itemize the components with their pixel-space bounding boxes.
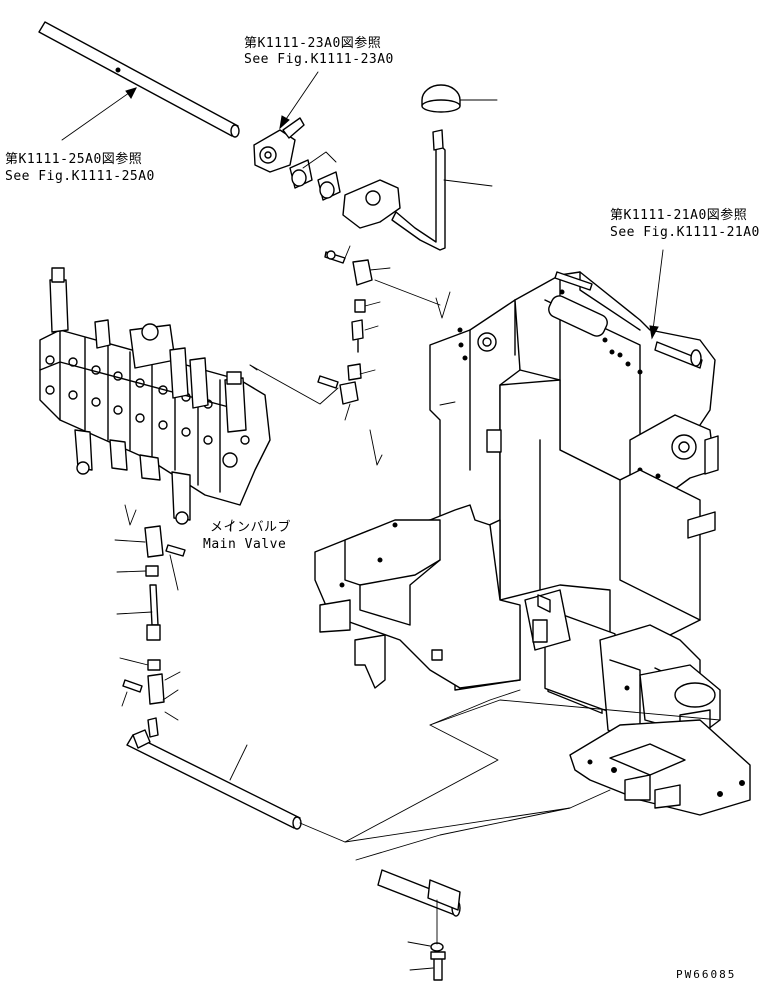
main-valve-body (39, 267, 271, 525)
ref-label-25a0-en: See Fig.K1111-25A0 (5, 169, 155, 184)
floor-frame (314, 271, 751, 816)
main-valve-label-en: Main Valve (203, 537, 287, 552)
drawing-code: PW66085 (676, 968, 737, 981)
main-valve-label-jp: メインバルブ (210, 520, 292, 535)
ref-label-23a0-en: See Fig.K1111-23A0 (244, 52, 394, 67)
leader-lines (61, 71, 721, 971)
ref-label-23a0-jp: 第K1111-23A0図参照 (244, 36, 382, 51)
linkage-parts (38, 21, 461, 981)
ref-label-21a0-en: See Fig.K1111-21A0 (610, 225, 760, 240)
ref-label-21a0-jp: 第K1111-21A0図参照 (610, 208, 748, 223)
ref-label-25a0-jp: 第K1111-25A0図参照 (5, 152, 143, 167)
